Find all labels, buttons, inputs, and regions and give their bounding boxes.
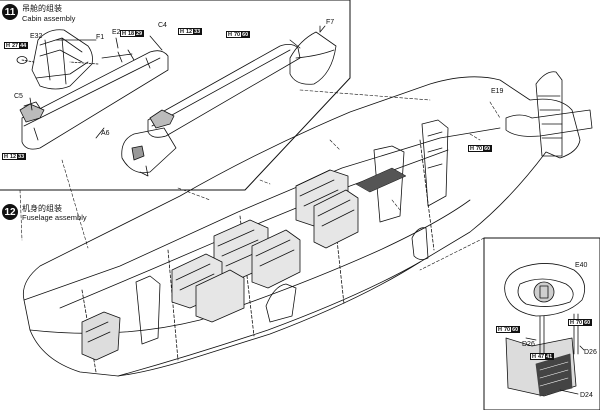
rear-bulkhead — [421, 119, 449, 207]
part-label-f1: F1 — [96, 34, 105, 41]
part-label-f7: F7 — [326, 19, 335, 26]
front-bulkhead — [135, 275, 161, 345]
step-number-12: 12 — [2, 204, 18, 220]
part-label-e40: E40 — [575, 262, 588, 269]
seat-c4 — [149, 109, 175, 129]
post-d26-left — [539, 315, 545, 357]
step-title-cn-11: 吊舱的组装 — [22, 4, 62, 13]
canopy-f1 — [31, 29, 93, 90]
middle-bulkhead — [373, 145, 405, 223]
part-label-e19: E19 — [491, 88, 504, 95]
part-e32-knob — [16, 56, 28, 64]
seat-group-front — [171, 253, 245, 323]
cabin-floor — [121, 127, 177, 174]
part-label-a6: A6 — [101, 130, 110, 137]
cabin-window — [411, 227, 429, 260]
tail-fin — [535, 71, 563, 157]
part-e2-column — [101, 49, 135, 63]
step-title-en-11: Cabin assembly — [22, 14, 76, 23]
part-label-d26-right: D26 — [584, 349, 597, 356]
part-label-d24: D24 — [580, 392, 593, 399]
part-label-e32: E32 — [30, 33, 43, 40]
fuselage-door — [265, 283, 297, 323]
cabin-wall-a6 — [21, 50, 169, 150]
cabin-inset-border — [0, 0, 351, 191]
step-title-en-12: Fuselage assembly — [22, 213, 87, 222]
seat-inset-border — [483, 237, 600, 410]
part-label-e2: E2 — [112, 29, 121, 36]
fuselage-outline — [22, 76, 581, 377]
part-label-c5: C5 — [14, 93, 23, 100]
floor-grating — [355, 167, 407, 193]
seat-group-rear — [295, 169, 359, 249]
seat-group-middle — [213, 219, 301, 289]
seat-pan-e40 — [504, 263, 586, 317]
part-label-c4: C4 — [158, 22, 167, 29]
nose-cap-f7 — [289, 31, 337, 85]
step-title-cn-12: 机身的组装 — [22, 204, 62, 213]
tail-stabilizer — [505, 109, 593, 137]
step-number-11: 11 — [2, 4, 18, 20]
seat-c5 — [19, 103, 45, 123]
part-label-d26-left: D26 — [522, 341, 535, 348]
cabin-wall-c4 — [147, 44, 301, 138]
